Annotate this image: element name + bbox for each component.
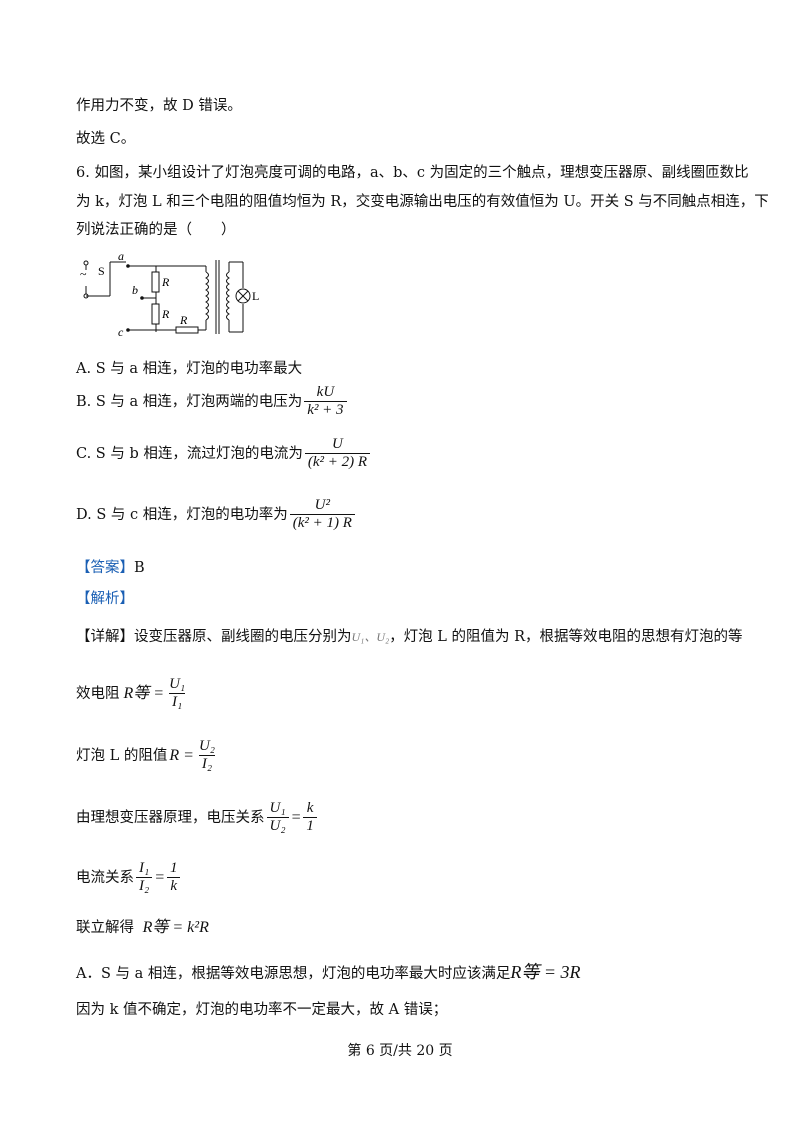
volt-rnum: k bbox=[306, 800, 314, 816]
option-b-fraction: kU k² + 3 bbox=[304, 384, 347, 419]
question-line-2: 为 k，灯泡 L 和三个电阻的阻值均恒为 R，交变电源输出电压的有效值恒为 U。… bbox=[76, 194, 769, 210]
option-c-numerator: U bbox=[332, 436, 343, 452]
detail-tag: 【详解】 bbox=[76, 629, 134, 645]
secondary-coil bbox=[226, 271, 230, 321]
option-d-text: D. S 与 c 相连，灯泡的电功率为 bbox=[76, 506, 288, 523]
answer-line: 【答案】B bbox=[76, 558, 145, 578]
curr-num: I₁ bbox=[139, 860, 150, 876]
equiv-lhs: R等 = bbox=[123, 684, 165, 702]
volt-eq: = bbox=[290, 808, 302, 826]
lamp-icon bbox=[235, 288, 251, 304]
option-c-denominator: (k² + 2) R bbox=[304, 453, 371, 471]
question-line-3: 列说法正确的是（ ） bbox=[76, 222, 236, 238]
equiv-label: 效电阻 bbox=[76, 685, 120, 702]
label-a: a bbox=[118, 249, 124, 263]
volt-num: U₁ bbox=[269, 800, 286, 816]
curr-rden: k bbox=[167, 877, 181, 895]
label-R3: R bbox=[179, 313, 188, 327]
option-d: D. S 与 c 相连，灯泡的电功率为 U² (k² + 1) R bbox=[76, 497, 357, 532]
detail-vars: U₁、U₂ bbox=[351, 630, 390, 644]
curr-label: 电流关系 bbox=[76, 869, 134, 886]
option-c-text: C. S 与 b 相连，流过灯泡的电流为 bbox=[76, 445, 303, 462]
volt-rden: 1 bbox=[303, 817, 317, 835]
detail-line-1: 【详解】设变压器原、副线圈的电压分别为U₁、U₂，灯泡 L 的阻值为 R，根据等… bbox=[76, 627, 743, 647]
answer-tag: 【答案】 bbox=[76, 560, 134, 576]
voltage-relation-line: 由理想变压器原理，电压关系 U₁ U₂ = k 1 bbox=[76, 800, 319, 835]
lamp-num: U₂ bbox=[198, 738, 215, 754]
text-line-1: 作用力不变，故 D 错误。 bbox=[76, 98, 242, 114]
equiv-num: U₁ bbox=[169, 676, 186, 692]
lamp-label: 灯泡 L 的阻值 bbox=[76, 747, 168, 764]
option-b-numerator: kU bbox=[316, 384, 335, 400]
option-c: C. S 与 b 相连，流过灯泡的电流为 U (k² + 2) R bbox=[76, 436, 372, 471]
analysis-tag: 【解析】 bbox=[76, 591, 134, 607]
label-S: S bbox=[98, 264, 105, 278]
question-line-1: 6. 如图，某小组设计了灯泡亮度可调的电路，a、b、c 为固定的三个触点，理想变… bbox=[76, 165, 749, 181]
equiv-fraction: U₁ I₁ bbox=[166, 676, 188, 711]
detail-text-1b: ，灯泡 L 的阻值为 R，根据等效电阻的思想有灯泡的等 bbox=[389, 629, 743, 645]
resistor-3 bbox=[175, 326, 199, 334]
volt-label: 由理想变压器原理，电压关系 bbox=[76, 809, 265, 826]
label-L: L bbox=[252, 289, 259, 303]
solve-label: 联立解得 bbox=[76, 920, 134, 936]
primary-coil bbox=[205, 271, 209, 321]
option-d-numerator: U² bbox=[314, 497, 330, 513]
text-line-2: 故选 C。 bbox=[76, 131, 136, 147]
curr-eq: = bbox=[154, 868, 166, 886]
label-c: c bbox=[118, 325, 124, 339]
curr-fraction-right: 1 k bbox=[167, 860, 181, 895]
resistor-2 bbox=[151, 303, 160, 325]
volt-fraction-left: U₁ U₂ bbox=[266, 800, 289, 835]
option-c-fraction: U (k² + 2) R bbox=[304, 436, 371, 471]
lamp-lhs: R = bbox=[169, 746, 194, 764]
source-symbol: ~ bbox=[80, 267, 87, 281]
option-b-denominator: k² + 3 bbox=[304, 401, 347, 419]
circuit-diagram: ~ S a b c R R R L bbox=[80, 249, 259, 339]
equiv-den: I₁ bbox=[169, 693, 186, 711]
option-d-fraction: U² (k² + 1) R bbox=[289, 497, 355, 532]
resistor-1 bbox=[151, 271, 160, 293]
detail-last-line: 因为 k 值不确定，灯泡的电功率不一定最大，故 A 错误； bbox=[76, 1002, 448, 1018]
solve-line: 联立解得 R等 = k²R bbox=[76, 918, 209, 938]
equiv-resistance-line: 效电阻 R等 = U₁ I₁ bbox=[76, 676, 190, 711]
option-b: B. S 与 a 相连，灯泡两端的电压为 kU k² + 3 bbox=[76, 384, 349, 419]
curr-den: I₂ bbox=[136, 877, 153, 895]
label-R2: R bbox=[161, 307, 170, 321]
option-a: A. S 与 a 相连，灯泡的电功率最大 bbox=[76, 361, 303, 377]
curr-fraction-left: I₁ I₂ bbox=[136, 860, 153, 895]
answer-value: B bbox=[134, 560, 145, 576]
detail-a-eq: R等 = 3R bbox=[510, 962, 581, 982]
lamp-resistance-line: 灯泡 L 的阻值 R = U₂ I₂ bbox=[76, 738, 220, 773]
label-R1: R bbox=[161, 275, 170, 289]
curr-rnum: 1 bbox=[170, 860, 178, 876]
option-b-text: B. S 与 a 相连，灯泡两端的电压为 bbox=[76, 393, 303, 410]
option-d-denominator: (k² + 1) R bbox=[289, 514, 355, 532]
page-footer: 第 6 页/共 20 页 bbox=[347, 1043, 453, 1059]
solve-eq: R等 = k²R bbox=[142, 919, 209, 936]
detail-a-line: A．S 与 a 相连，根据等效电源思想，灯泡的电功率最大时应该满足R等 = 3R bbox=[76, 962, 581, 984]
volt-fraction-right: k 1 bbox=[303, 800, 317, 835]
detail-text-1a: 设变压器原、副线圈的电压分别为 bbox=[134, 629, 352, 645]
current-relation-line: 电流关系 I₁ I₂ = 1 k bbox=[76, 860, 183, 895]
detail-a-text: A．S 与 a 相连，根据等效电源思想，灯泡的电功率最大时应该满足 bbox=[76, 966, 511, 982]
label-b: b bbox=[132, 283, 138, 297]
lamp-den: I₂ bbox=[198, 755, 216, 773]
volt-den: U₂ bbox=[266, 817, 289, 835]
lamp-fraction: U₂ I₂ bbox=[196, 738, 218, 773]
